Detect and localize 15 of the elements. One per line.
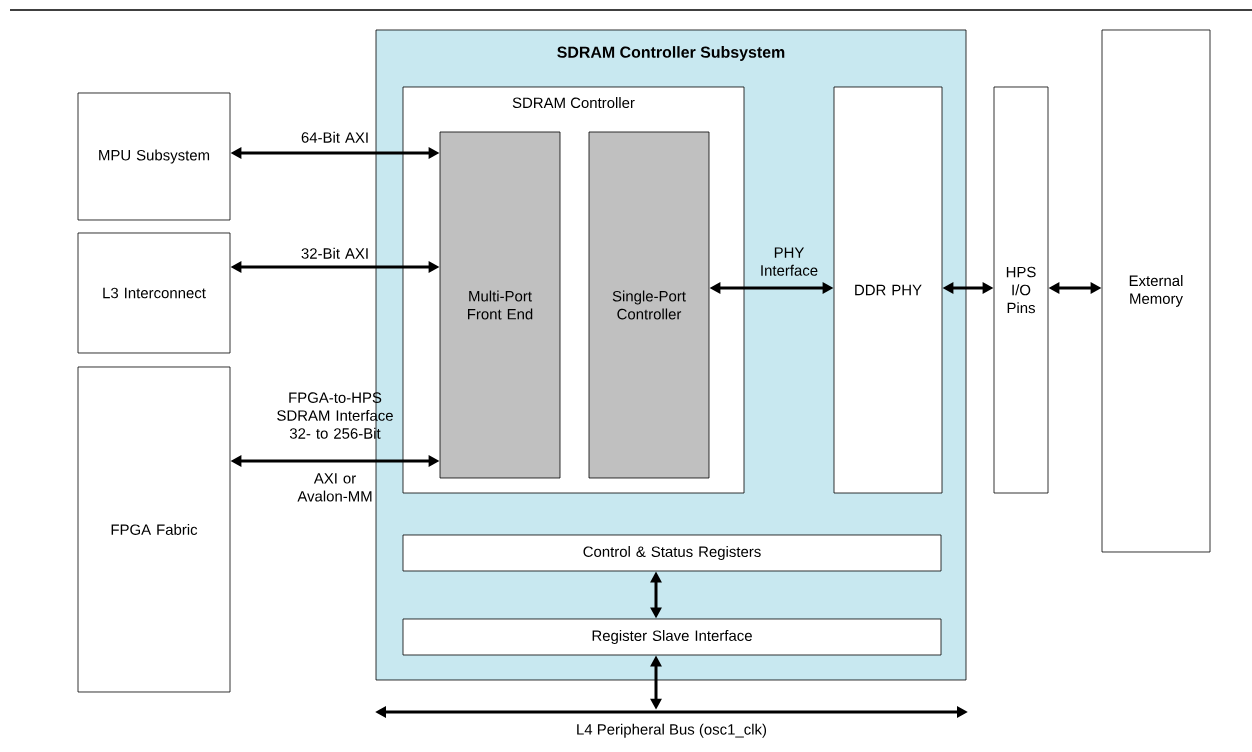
protocol-label: AXI or Avalon-MM — [297, 473, 372, 502]
controller-block: Single-Port Controller — [588, 131, 710, 479]
register-box: Control & Status Registers — [402, 534, 942, 572]
front-end-box: Multi-Port Front End — [439, 131, 561, 479]
interface-box: Register Slave Interface — [402, 618, 942, 656]
edge-label: PHY Interface — [761, 247, 818, 276]
pins-box: HPS I/O Pins — [993, 86, 1049, 494]
interconnect-box: L3 Interconnect — [77, 232, 231, 354]
subsystem-box: MPU Subsystem — [77, 92, 231, 221]
edge-label: 32-Bit AXI — [301, 247, 368, 259]
memory-box: External Memory — [1101, 29, 1211, 553]
fabric-box: FPGA Fabric — [77, 366, 231, 693]
edge-label: FPGA-to-HPS SDRAM Interface 32- to 256-Bit — [277, 392, 393, 439]
edge-label: 64-Bit AXI — [301, 131, 368, 143]
phy-box: DDR PHY — [833, 86, 943, 494]
